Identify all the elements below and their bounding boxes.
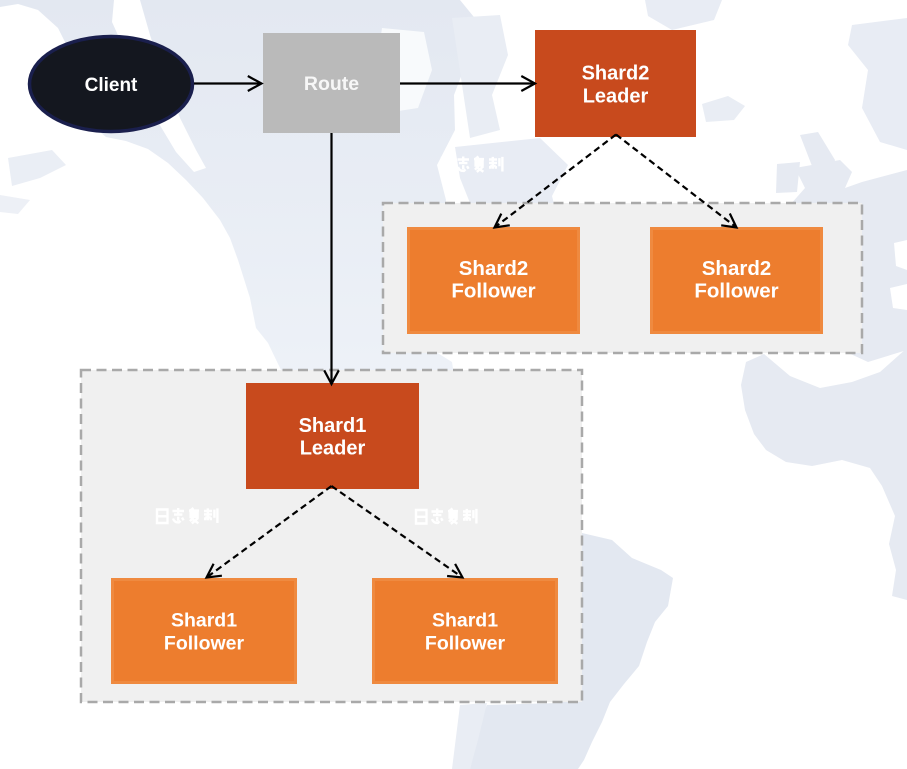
svg-text:Follower: Follower xyxy=(451,280,535,303)
svg-text:Shard1: Shard1 xyxy=(299,415,367,437)
svg-text:Follower: Follower xyxy=(164,633,245,655)
svg-text:Leader: Leader xyxy=(583,86,649,108)
svg-text:Client: Client xyxy=(85,75,138,96)
svg-text:Follower: Follower xyxy=(694,280,778,303)
svg-text:Shard1: Shard1 xyxy=(432,610,498,632)
svg-text:Route: Route xyxy=(304,73,359,95)
svg-text:Shard2: Shard2 xyxy=(582,63,650,85)
svg-text:Shard2: Shard2 xyxy=(459,257,529,280)
svg-text:Shard1: Shard1 xyxy=(171,610,237,632)
svg-text:Shard2: Shard2 xyxy=(702,257,772,280)
svg-text:Leader: Leader xyxy=(300,438,366,460)
svg-text:Follower: Follower xyxy=(425,633,506,655)
